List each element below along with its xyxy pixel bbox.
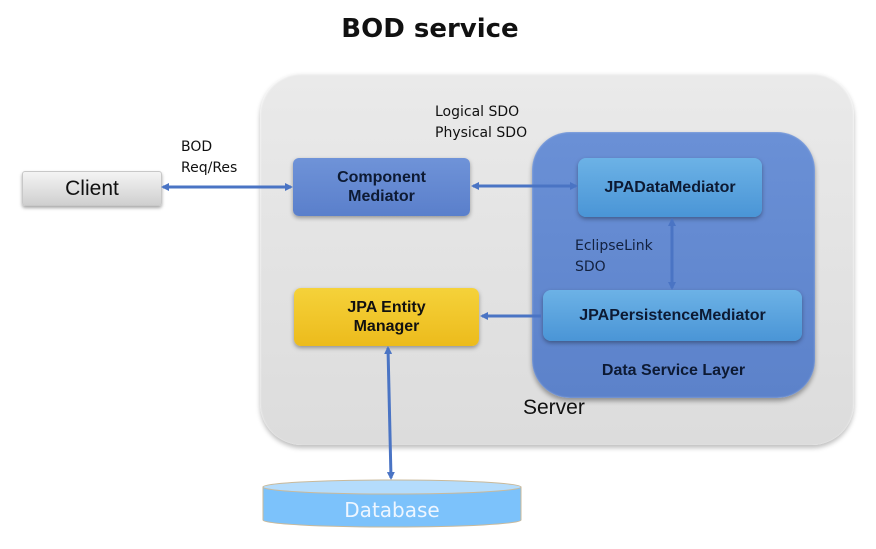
jpa-entity-manager-label-line1: JPA Entity bbox=[347, 299, 426, 316]
edge-label-eclipselink-sdo: EclipseLink SDO bbox=[575, 236, 653, 278]
database-label: Database bbox=[344, 498, 440, 522]
client-node[interactable]: Client bbox=[22, 171, 162, 206]
database-node[interactable] bbox=[262, 479, 522, 528]
edge-label-line: Req/Res bbox=[181, 160, 238, 176]
server-label: Server bbox=[523, 396, 585, 419]
edge-label-line: SDO bbox=[575, 259, 606, 275]
edge-label-line: EclipseLink bbox=[575, 238, 653, 254]
edge-label-bod-req-res: BOD Req/Res bbox=[181, 137, 237, 179]
edge-label-sdo: Logical SDO Physical SDO bbox=[435, 102, 527, 144]
jpa-entity-manager-node[interactable]: JPA Entity Manager bbox=[294, 288, 479, 346]
jpa-persistence-mediator-node[interactable]: JPAPersistenceMediator bbox=[543, 290, 802, 341]
jpa-entity-manager-label-line2: Manager bbox=[353, 318, 420, 335]
jpa-data-mediator-label: JPADataMediator bbox=[604, 179, 736, 196]
edge-label-line: BOD bbox=[181, 139, 213, 155]
edge-label-line: Physical SDO bbox=[435, 125, 528, 141]
arrow-entitymanager-database bbox=[384, 346, 395, 480]
component-mediator-node[interactable]: Component Mediator bbox=[293, 158, 470, 216]
jpa-persistence-mediator-label: JPAPersistenceMediator bbox=[579, 307, 766, 324]
client-label: Client bbox=[65, 177, 119, 200]
component-mediator-label-line2: Mediator bbox=[348, 188, 415, 205]
edge-label-line: Logical SDO bbox=[435, 104, 520, 120]
component-mediator-label-line1: Component bbox=[337, 169, 426, 186]
diagram-title: BOD service bbox=[341, 14, 519, 44]
database-body bbox=[262, 486, 522, 528]
jpa-data-mediator-node[interactable]: JPADataMediator bbox=[578, 158, 762, 217]
data-service-layer-label: Data Service Layer bbox=[601, 362, 746, 379]
database-top bbox=[262, 479, 522, 495]
